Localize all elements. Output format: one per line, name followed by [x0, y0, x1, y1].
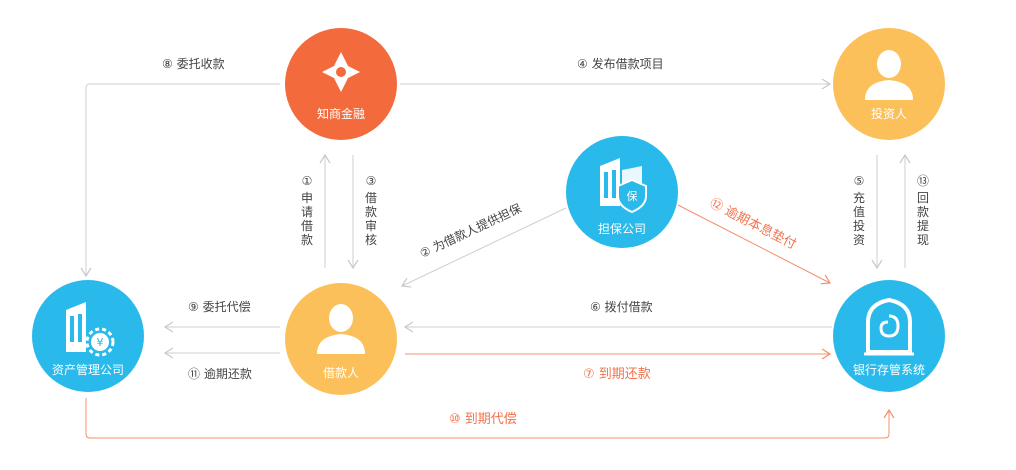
- edge-label-loan-review: 借款审核: [364, 191, 377, 247]
- edge-label-entrust-collection: ⑧ 委托收款: [162, 57, 225, 71]
- asset-building-gear-icon: [66, 302, 115, 357]
- edge-label-apply-loan: 申请借款: [300, 191, 313, 247]
- node-label-investor: 投资人: [870, 107, 907, 121]
- node-label-zhishang: 知商金融: [316, 107, 365, 121]
- edges: [80, 78, 911, 439]
- edge-label-withdraw-num: ⑬: [916, 174, 929, 188]
- node-label-guarantee: 担保公司: [597, 222, 646, 236]
- edge-label-entrust-compensation: ⑨ 委托代偿: [188, 300, 251, 314]
- person-icon: [317, 304, 365, 354]
- node-zhishang: [285, 28, 397, 140]
- edge-label-repay-due: ⑦ 到期还款: [583, 367, 651, 382]
- node-bank: [833, 280, 945, 392]
- edge-label-recharge-invest: 充值投资: [852, 191, 865, 247]
- edge-label-overdue-repay: ⑪ 逾期还款: [188, 367, 252, 381]
- node-label-borrower: 借款人: [322, 366, 359, 380]
- edge-label-recharge-invest-num: ⑤: [853, 174, 865, 188]
- edge-label-withdraw: 回款提现: [916, 191, 929, 247]
- edge-guarantee: [400, 207, 567, 288]
- platform-logo-icon: [322, 52, 360, 92]
- person-icon: [865, 50, 913, 100]
- node-label-bank: 银行存管系统: [852, 363, 925, 377]
- guarantee-badge: 保: [626, 190, 638, 203]
- edge-label-due-compensation: ⑩ 到期代偿: [449, 412, 517, 427]
- edge-label-disburse: ⑥ 拨付借款: [590, 300, 653, 314]
- node-borrower: [285, 283, 397, 395]
- node-label-asset: 资产管理公司: [51, 363, 124, 377]
- edge-entrust-collection: [80, 83, 280, 278]
- asset-badge: ¥: [96, 336, 104, 349]
- node-asset-management: [32, 280, 144, 392]
- edge-label-publish-loan: ④ 发布借款项目: [577, 57, 664, 71]
- bank-vault-icon: [864, 297, 914, 356]
- node-investor: [833, 28, 945, 140]
- node-guarantee: [566, 136, 678, 248]
- edge-label-apply-loan-num: ①: [301, 174, 313, 188]
- edge-overdue-advance: [677, 204, 832, 285]
- edge-due-compensation: [85, 398, 895, 439]
- guarantee-building-icon: [600, 158, 647, 214]
- edge-label-loan-review-num: ③: [365, 174, 377, 188]
